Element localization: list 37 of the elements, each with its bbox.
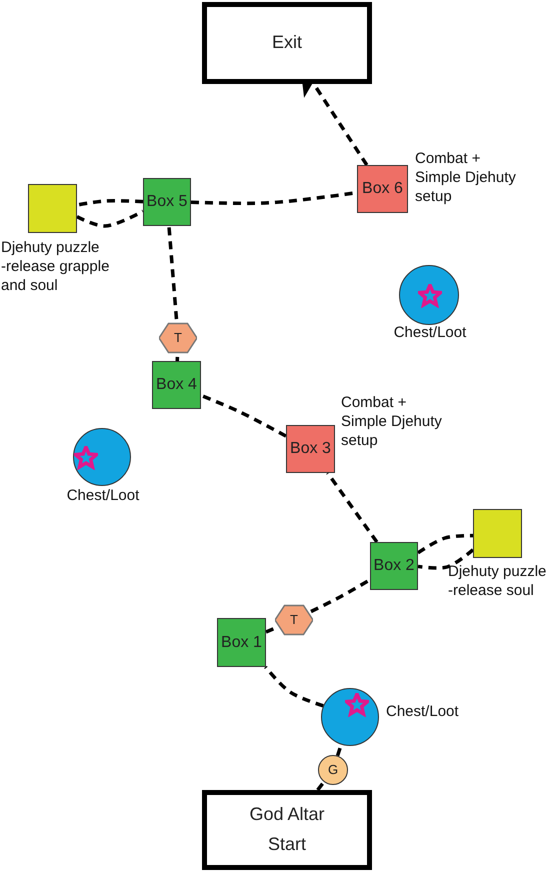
room-square	[143, 178, 191, 226]
terminal-label: God Altar	[249, 804, 325, 826]
node-label: G	[328, 762, 338, 778]
node-label: Box 6	[362, 179, 403, 199]
node-label: Box 2	[374, 556, 414, 576]
dashed-path	[76, 199, 144, 207]
dashed-path	[176, 356, 180, 362]
dashed-path	[200, 394, 287, 438]
node-label: T	[290, 612, 298, 628]
node-label: T	[174, 330, 182, 346]
circle-marker	[318, 755, 348, 785]
dashed-path	[76, 210, 144, 228]
dashed-path	[417, 534, 474, 554]
node-note: Djehuty puzzle -release grapple and soul	[1, 239, 110, 296]
node-note: Chest/Loot	[66, 487, 140, 506]
node-label: Box 5	[146, 192, 188, 212]
node-note: Chest/Loot	[392, 324, 468, 343]
dashed-path	[264, 666, 324, 708]
terminal-label: Start	[268, 834, 306, 856]
dashed-path	[310, 578, 371, 614]
room-square	[370, 542, 418, 590]
node-note: Djehuty puzzle -release soul	[448, 563, 548, 600]
room-square	[217, 618, 266, 667]
dashed-path	[326, 472, 378, 544]
dashed-path	[418, 548, 474, 570]
terminal-label: Exit	[272, 32, 302, 54]
node-note: Chest/Loot	[386, 703, 460, 722]
node-label: Box 1	[221, 632, 262, 652]
node-label: Box 4	[156, 375, 197, 395]
node-note: Combat + Simple Djehuty setup	[415, 150, 517, 206]
node-label: Box 3	[290, 439, 331, 459]
room-square	[152, 361, 201, 409]
node-note: Combat + Simple Djehuty setup	[341, 394, 443, 450]
terminal-box	[202, 2, 372, 84]
dashed-path	[167, 226, 178, 320]
dashed-path	[316, 780, 326, 792]
terminal-box	[202, 790, 372, 870]
